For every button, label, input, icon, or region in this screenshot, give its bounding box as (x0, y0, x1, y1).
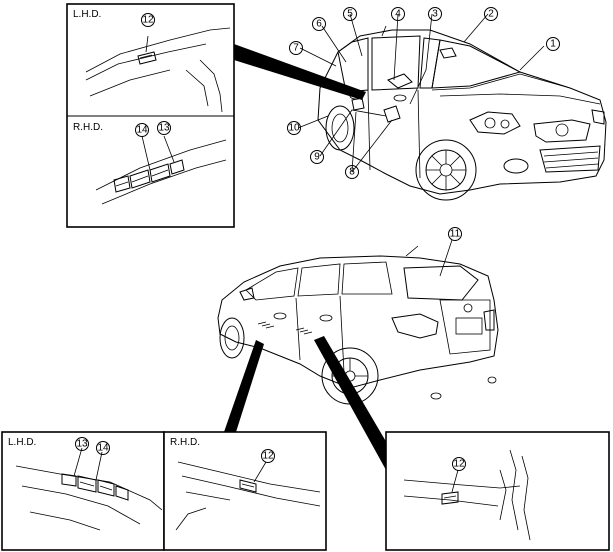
callout-9: 9 (314, 152, 320, 163)
callout-12-bottom-right: 12 (453, 459, 465, 470)
pointer-wedge-top (234, 44, 366, 100)
callout-2: 2 (488, 9, 494, 20)
inset-bottom-left: L.H.D. 13 14 (1, 431, 165, 551)
callout-10: 10 (288, 123, 300, 134)
callout-14-bottom: 14 (97, 443, 109, 454)
front-car-illustration (317, 25, 607, 201)
inset-bottom-middle: R.H.D. 12 (163, 431, 327, 551)
callout-5: 5 (347, 9, 353, 20)
callout-7: 7 (293, 43, 299, 54)
leader-lines-top (297, 13, 545, 173)
callout-14-top: 14 (136, 125, 148, 136)
inset-top-lhd-label: L.H.D. (73, 9, 101, 20)
inset-bottom-right: 12 (385, 431, 610, 551)
callout-8: 8 (349, 167, 355, 178)
pointer-wedge-bottom-right (314, 336, 398, 470)
rear-car-illustration (217, 245, 499, 405)
inset-bottom-rhd-label: R.H.D. (170, 437, 200, 448)
callout-11: 11 (450, 229, 461, 240)
leader-11 (439, 239, 453, 277)
callout-1: 1 (550, 39, 556, 50)
callout-4: 4 (395, 9, 401, 20)
inset-bottom-lhd-label: L.H.D. (8, 437, 36, 448)
pointer-wedge-bottom-left (224, 340, 264, 432)
callout-12-bottom-middle: 12 (262, 451, 274, 462)
inset-top-left: L.H.D. R.H.D. 12 14 13 (66, 3, 235, 228)
callout-13-top: 13 (158, 123, 170, 134)
callout-6: 6 (316, 19, 322, 30)
callout-3: 3 (432, 9, 438, 20)
inset-top-rhd-label: R.H.D. (73, 122, 103, 133)
callout-13-bottom: 13 (76, 439, 88, 450)
callouts-top: 1 2 3 4 5 6 7 8 9 10 (287, 7, 560, 179)
callout-12-top: 12 (142, 15, 154, 26)
